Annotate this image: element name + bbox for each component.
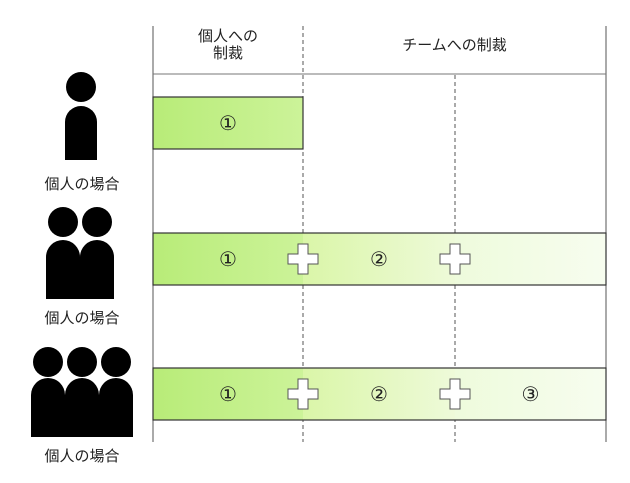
bar-outline <box>152 367 607 421</box>
sanction-bars: ① ① ② ① ② ③ <box>152 96 607 421</box>
individual-header-line1: 個人への <box>197 27 258 45</box>
person-body <box>31 378 65 437</box>
bar-outline <box>152 96 304 150</box>
plus-icon <box>287 378 319 410</box>
person-icon <box>80 207 114 299</box>
segment-2 <box>303 368 455 420</box>
person-icon <box>99 347 133 437</box>
row-3-caption: 個人の場合 <box>44 447 120 465</box>
segment-label: ① <box>219 111 237 135</box>
person-body <box>99 378 133 437</box>
segment-3 <box>455 368 606 420</box>
plus-icon <box>439 378 471 410</box>
individual-sanction-header: 個人への 制裁 <box>153 28 303 62</box>
individual-header-line2: 制裁 <box>212 44 243 62</box>
plus-icon <box>439 243 471 275</box>
row-2-caption: 個人の場合 <box>44 309 120 327</box>
person-icon <box>65 347 99 437</box>
segment-label: ② <box>370 247 388 271</box>
segment-label: ① <box>219 382 237 406</box>
person-icon <box>46 207 80 299</box>
segment-label: ① <box>219 247 237 271</box>
segment-1 <box>153 368 303 420</box>
bar-outline <box>152 232 607 286</box>
row-1-caption: 個人の場合 <box>44 175 120 193</box>
team-sanction-header: チームへの制裁 <box>402 36 507 54</box>
person-head <box>67 347 97 377</box>
segment-label: ② <box>370 382 388 406</box>
segment-label: ③ <box>522 382 540 406</box>
person-body <box>46 240 80 299</box>
person-body <box>65 106 97 160</box>
person-head <box>82 207 112 237</box>
person-icon <box>65 72 97 160</box>
person-head <box>101 347 131 377</box>
person-body <box>80 240 114 299</box>
person-head <box>66 72 96 102</box>
plus-icon <box>287 243 319 275</box>
segment-1 <box>153 97 303 149</box>
segment-3 <box>455 233 606 285</box>
segment-1 <box>153 233 303 285</box>
person-icon <box>31 347 65 437</box>
person-head <box>33 347 63 377</box>
person-body <box>65 378 99 437</box>
segment-2 <box>303 233 455 285</box>
people-icons <box>31 72 133 437</box>
person-head <box>48 207 78 237</box>
